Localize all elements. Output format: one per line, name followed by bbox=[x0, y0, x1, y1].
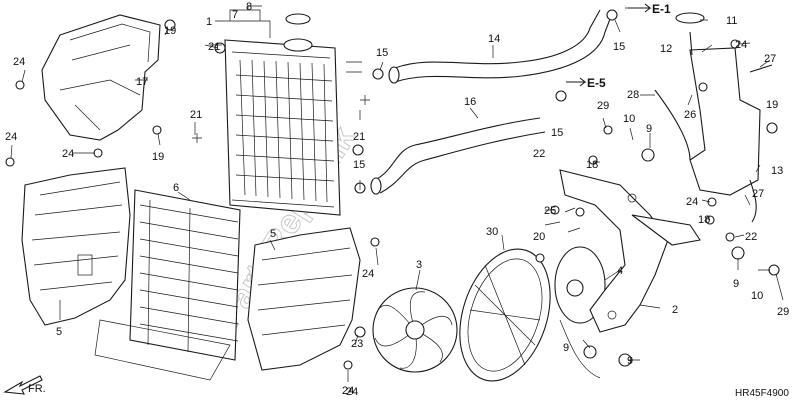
radiator bbox=[224, 13, 362, 216]
callout: 17 bbox=[136, 76, 148, 88]
callout: 10 bbox=[751, 290, 763, 302]
callout: 5 bbox=[270, 228, 276, 240]
callout: 19 bbox=[152, 151, 164, 163]
callout: 18 bbox=[698, 214, 710, 226]
upper-hose bbox=[388, 9, 613, 84]
callout: 1 bbox=[206, 16, 212, 28]
callout: 24 bbox=[686, 196, 698, 208]
callout: 24 bbox=[362, 268, 374, 280]
callout-labels: 1 2 3 4 5 5 6 7 8 9 9 9 9 10 10 11 12 13… bbox=[5, 1, 789, 398]
front-arrow-icon: FR. bbox=[3, 375, 46, 395]
callout: 24 bbox=[13, 56, 25, 68]
callout: 25 bbox=[544, 205, 556, 217]
diagram-code: HR45F4900 bbox=[735, 388, 789, 399]
callout: 20 bbox=[533, 231, 545, 243]
callout: 13 bbox=[771, 165, 783, 177]
callout: 15 bbox=[376, 47, 388, 59]
callout: 3 bbox=[416, 259, 422, 271]
louver-grille bbox=[94, 189, 241, 381]
callout: 9 bbox=[646, 123, 652, 135]
callout: 24 bbox=[5, 131, 17, 143]
callout: 15 bbox=[353, 159, 365, 171]
callout: 21 bbox=[208, 41, 220, 53]
callout: 24 bbox=[62, 148, 74, 160]
radiator-cap bbox=[283, 38, 313, 52]
leader-lines bbox=[10, 5, 784, 382]
ref-e1-arrow-icon bbox=[628, 3, 652, 13]
callout: 9 bbox=[733, 278, 739, 290]
callout: 22 bbox=[745, 231, 757, 243]
callout: 7 bbox=[232, 9, 238, 21]
callout: 12 bbox=[660, 43, 672, 55]
callout: 16 bbox=[464, 96, 476, 108]
callout: 24 bbox=[735, 39, 747, 51]
callout: 24 bbox=[346, 386, 358, 398]
reserve-tank-cap bbox=[675, 12, 705, 24]
callout: 27 bbox=[752, 188, 764, 200]
callout: 27 bbox=[764, 53, 776, 65]
callout: 29 bbox=[777, 306, 789, 318]
callout: 15 bbox=[613, 41, 625, 53]
callout: 29 bbox=[597, 100, 609, 112]
callout: 11 bbox=[726, 15, 737, 27]
side-cover-right bbox=[247, 227, 361, 371]
callout: 22 bbox=[533, 148, 545, 160]
reserve-tank bbox=[654, 12, 773, 223]
ref-e5-arrow-icon bbox=[566, 77, 587, 87]
callout: 15 bbox=[551, 127, 563, 139]
fan-blade bbox=[372, 287, 458, 373]
fan-bracket bbox=[559, 169, 701, 333]
radiator-cap-top bbox=[285, 13, 311, 25]
callout: 6 bbox=[173, 182, 179, 194]
fan-shroud bbox=[459, 248, 551, 382]
callout: 28 bbox=[627, 89, 639, 101]
callout: 24 bbox=[342, 385, 354, 397]
fan-motor bbox=[554, 246, 606, 379]
callout: 26 bbox=[684, 109, 696, 121]
callout: 5 bbox=[56, 326, 62, 338]
callout: 2 bbox=[672, 304, 678, 316]
lower-hose bbox=[370, 117, 546, 195]
callout: 14 bbox=[488, 33, 500, 45]
ref-e1: E-1 bbox=[652, 2, 671, 16]
callout: 9 bbox=[563, 342, 569, 354]
side-cover-left bbox=[21, 167, 131, 326]
ref-e5: E-5 bbox=[587, 76, 606, 90]
callout: 30 bbox=[486, 226, 498, 238]
callout: 8 bbox=[246, 1, 252, 13]
callout: 23 bbox=[351, 338, 363, 350]
callout: 9 bbox=[627, 355, 633, 367]
radiator-shroud-upper bbox=[41, 14, 161, 141]
callout: 21 bbox=[353, 131, 365, 143]
callout: 19 bbox=[164, 25, 176, 37]
callout: 19 bbox=[766, 99, 778, 111]
callout: 10 bbox=[623, 113, 635, 125]
callout: 21 bbox=[190, 109, 202, 121]
callout: 4 bbox=[617, 265, 623, 277]
front-label: FR. bbox=[28, 383, 46, 395]
callout: 18 bbox=[586, 159, 598, 171]
fasteners bbox=[5, 9, 780, 370]
